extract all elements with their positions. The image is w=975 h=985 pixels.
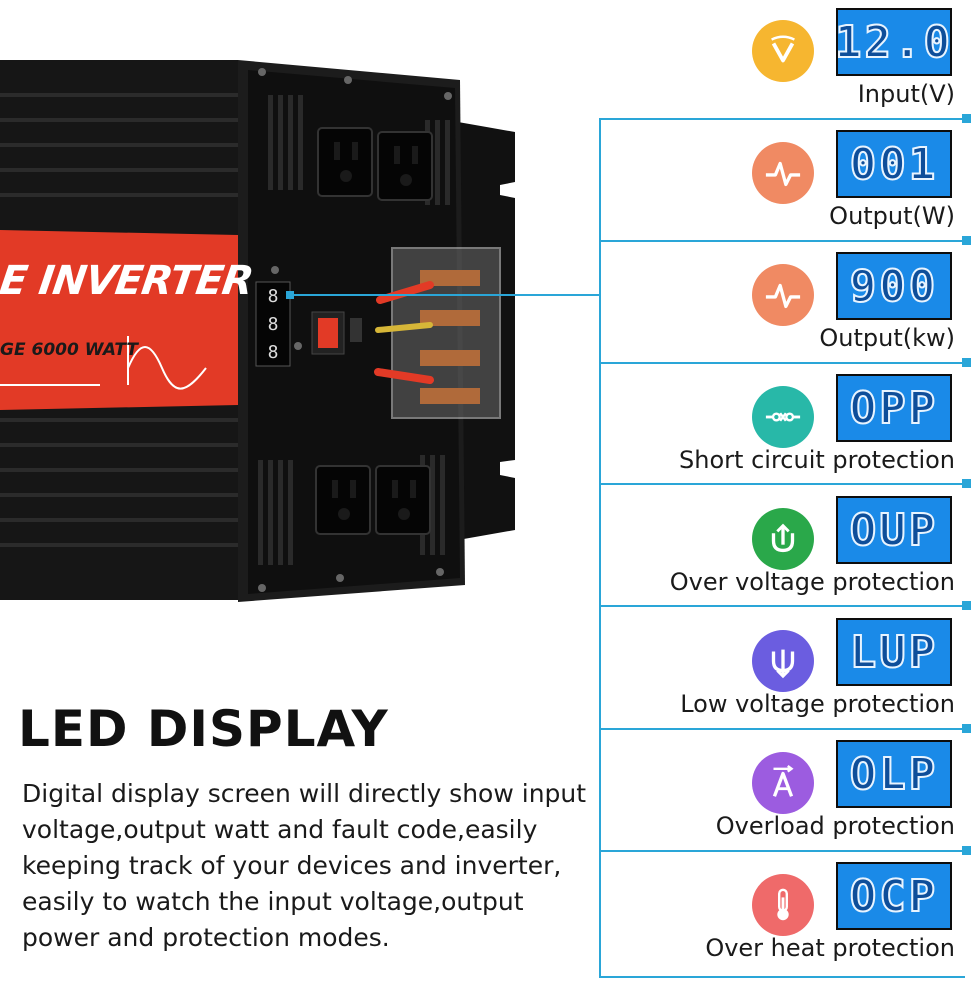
lcd-display: OPP: [836, 374, 952, 442]
panel-divider: [600, 728, 965, 730]
panel-row-output-kw: 900 Output(kw): [600, 244, 975, 365]
svg-text:8: 8: [268, 342, 279, 363]
row-label: Over heat protection: [705, 934, 955, 962]
up-arrow-plug-icon: [752, 508, 814, 570]
panel-divider: [600, 850, 965, 852]
switch-circuit-icon: [752, 386, 814, 448]
current-a-icon: [752, 752, 814, 814]
lcd-value: 001: [849, 138, 939, 191]
panel-divider: [600, 362, 965, 364]
lcd-display: 900: [836, 252, 952, 320]
svg-text:8: 8: [268, 314, 279, 335]
lcd-display: OUP: [836, 496, 952, 564]
panel-divider-dot: [962, 114, 971, 123]
connector-horizontal: [292, 294, 600, 296]
lcd-value: LUP: [849, 626, 939, 679]
panel-divider-dot: [962, 724, 971, 733]
panel-divider: [600, 483, 965, 485]
down-arrow-plug-icon: [752, 630, 814, 692]
connector-vertical: [599, 118, 601, 978]
lcd-value: OPP: [849, 382, 939, 435]
inverter-body-graphic: 8 8 8: [0, 60, 515, 602]
panel-divider-dot: [962, 601, 971, 610]
panel-row-low-voltage: LUP Low voltage protection: [600, 610, 975, 731]
row-label: Overload protection: [715, 812, 955, 840]
row-label: Over voltage protection: [669, 568, 955, 596]
inverter-illustration: 8 8 8: [0, 0, 600, 620]
lcd-value: OUP: [849, 504, 939, 557]
connector-bottom: [599, 976, 965, 978]
svg-text:8: 8: [268, 286, 279, 307]
lcd-display: LUP: [836, 618, 952, 686]
section-heading: LED DISPLAY: [18, 700, 389, 758]
lcd-value: 12.0: [834, 16, 953, 69]
inverter-banner-subtitle: GE 6000 WATT: [0, 340, 138, 360]
panel-row-over-heat: OCP Over heat protection: [600, 854, 975, 975]
lcd-display: OLP: [836, 740, 952, 808]
panel-divider-dot: [962, 846, 971, 855]
panel-divider: [600, 118, 965, 120]
section-description: Digital display screen will directly sho…: [22, 779, 587, 952]
lcd-value: OLP: [849, 748, 939, 801]
panel-divider-dot: [962, 358, 971, 367]
panel-row-overload: OLP Overload protection: [600, 732, 975, 853]
row-label: Short circuit protection: [679, 446, 955, 474]
lcd-display: OCP: [836, 862, 952, 930]
row-label: Output(kw): [819, 324, 955, 352]
panel-divider-dot: [962, 236, 971, 245]
panel-row-input-voltage: 12.0 Input(V): [600, 0, 975, 121]
lcd-display: 001: [836, 130, 952, 198]
pulse-wave-icon: [752, 264, 814, 326]
panel-row-over-voltage: OUP Over voltage protection: [600, 488, 975, 609]
thermometer-icon: [752, 874, 814, 936]
inverter-banner-title: E INVERTER: [0, 258, 256, 304]
pulse-wave-icon: [752, 142, 814, 204]
panel-divider-dot: [962, 479, 971, 488]
lcd-value: OCP: [849, 870, 939, 923]
row-label: Low voltage protection: [680, 690, 955, 718]
row-label: Input(V): [857, 80, 955, 108]
panel-divider: [600, 605, 965, 607]
voltage-icon: [752, 20, 814, 82]
lcd-value: 900: [849, 260, 939, 313]
lcd-display: 12.0: [834, 8, 953, 76]
panel-row-short-circuit: OPP Short circuit protection: [600, 366, 975, 487]
panel-divider: [600, 240, 965, 242]
panel-row-output-watt: 001 Output(W): [600, 122, 975, 243]
row-label: Output(W): [829, 202, 955, 230]
